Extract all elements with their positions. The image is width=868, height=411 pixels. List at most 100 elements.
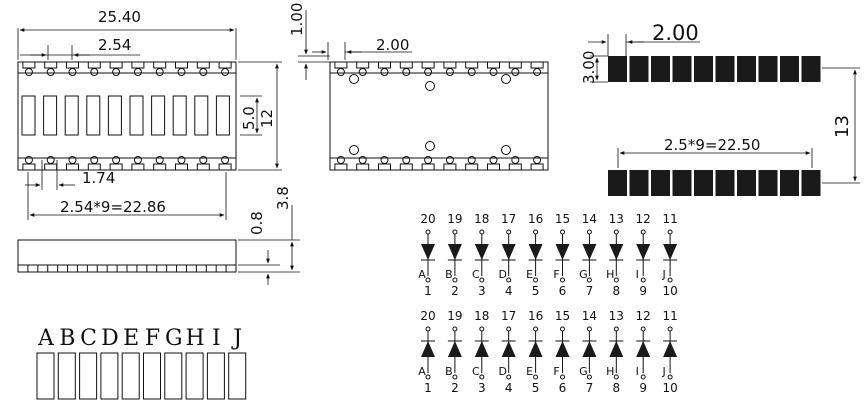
segment-letter: E [123, 326, 139, 351]
dim-pitch: 2.54 [98, 36, 131, 54]
front-pin-notch-hole-top [221, 68, 230, 76]
back-pin-notch-top [487, 62, 500, 69]
dim-pin-width: 1.74 [82, 169, 115, 187]
front-pin-notch-hole-bottom [221, 156, 230, 164]
back-pin-notch-top [378, 62, 391, 69]
pin-terminal [452, 277, 458, 283]
back-pin-notch-hole-top [533, 68, 542, 76]
anode-pin-number: 15 [555, 309, 570, 323]
diode-segment-label: D [498, 268, 506, 281]
cathode-pin-number: 2 [451, 381, 459, 395]
dim-overall-height: 13 [832, 115, 853, 138]
anode-pin-number: 16 [528, 212, 543, 226]
front-segment-window [21, 95, 36, 136]
diode-triangle [528, 244, 543, 260]
diode-triangle [609, 244, 624, 260]
dim-side-height: 3.8 [274, 186, 292, 210]
dim-bar-offset: 2.00 [652, 21, 699, 45]
back-pin-notches [334, 62, 544, 170]
led-bar [694, 170, 713, 196]
diode-segment-label: F [553, 268, 559, 281]
led-bar [651, 170, 670, 196]
back-pin-notch-top [465, 62, 479, 69]
anode-pin-number: 11 [662, 309, 677, 323]
diode-triangle [501, 244, 516, 260]
diode-segment-label: A [418, 268, 426, 281]
diode-triangle [663, 244, 678, 260]
back-mount-hole [349, 145, 359, 155]
back-body-outline [329, 61, 549, 171]
anode-pin-number: 13 [609, 309, 624, 323]
front-pin-notch-top [22, 62, 36, 69]
pin-terminal [479, 374, 485, 380]
led-bar [608, 170, 627, 196]
front-pin-notch-bottom [218, 163, 232, 170]
back-pin-notch-hole-top [445, 68, 454, 76]
cathode-pin-number: 6 [559, 381, 567, 395]
diode-triangle [447, 341, 462, 357]
cathode-pin-number: 9 [639, 381, 647, 395]
cathode-pin-number: 8 [612, 381, 620, 395]
diode-triangle [474, 341, 489, 357]
diode-triangle [421, 244, 435, 260]
pin-terminal [425, 326, 431, 332]
back-pin-notch-hole-top [489, 68, 498, 76]
pin-terminal [560, 229, 565, 235]
front-pin-notch-bottom [66, 163, 79, 170]
diode-segment-label: J [661, 268, 665, 281]
front-pin-notch-top [131, 62, 145, 69]
diode-segment-label: C [472, 365, 480, 378]
pin-terminal [479, 326, 485, 332]
diode-triangle [582, 341, 597, 357]
front-pin-notch-bottom [175, 163, 188, 170]
anode-pin-number: 20 [420, 309, 435, 323]
led-bar [737, 56, 756, 82]
back-mount-hole [501, 145, 511, 155]
dim-segment-height: 5.0 [240, 106, 258, 130]
anode-pin-number: 13 [609, 212, 624, 226]
led-bar [737, 170, 756, 196]
anode-pin-number: 19 [447, 212, 462, 226]
led-bar [715, 170, 735, 196]
led-bar [780, 170, 799, 196]
back-pin-notch-hole-bottom [511, 156, 520, 164]
pin-terminal [533, 326, 539, 332]
pin-terminal [506, 374, 512, 380]
segment-box [100, 352, 119, 400]
back-pin-notch-bottom [487, 163, 500, 170]
back-pin-notch-top [421, 62, 435, 69]
diode-segment-label: E [526, 268, 533, 281]
front-pin-notch-top [196, 62, 210, 69]
pin-terminal [506, 277, 512, 283]
back-pin-notch-hole-top [424, 68, 433, 76]
pin-terminal [452, 229, 458, 235]
diode-triangle [474, 244, 489, 260]
back-pin-notch-hole-bottom [489, 156, 498, 164]
led-bar [801, 56, 821, 82]
cathode-pin-number: 5 [532, 381, 540, 395]
led-bar [801, 170, 821, 196]
led-bar [651, 56, 670, 82]
anode-pin-number: 11 [662, 212, 677, 226]
pin-terminal [586, 277, 592, 283]
pin-terminal [425, 229, 431, 235]
back-pin-notch-hole-top [511, 68, 520, 76]
pin-terminal [425, 374, 431, 380]
pin-terminal [479, 229, 485, 235]
pin-terminal [452, 374, 458, 380]
cathode-pin-number: 8 [612, 284, 620, 298]
pin-terminal [425, 277, 431, 283]
cathode-pin-number: 2 [451, 284, 459, 298]
front-pin-notch-hole-top [199, 68, 208, 76]
anode-pin-number: 12 [636, 309, 651, 323]
front-pin-notch-hole-top [133, 68, 142, 76]
pin-terminal [506, 326, 512, 332]
front-pin-notch-bottom [22, 163, 36, 170]
front-body-outline [17, 61, 237, 171]
back-pin-notch-hole-top [467, 68, 476, 76]
led-bar [694, 56, 713, 82]
segment-letter: C [80, 326, 97, 351]
back-pin-notch-hole-bottom [467, 156, 476, 164]
diode-triangle [421, 341, 435, 357]
